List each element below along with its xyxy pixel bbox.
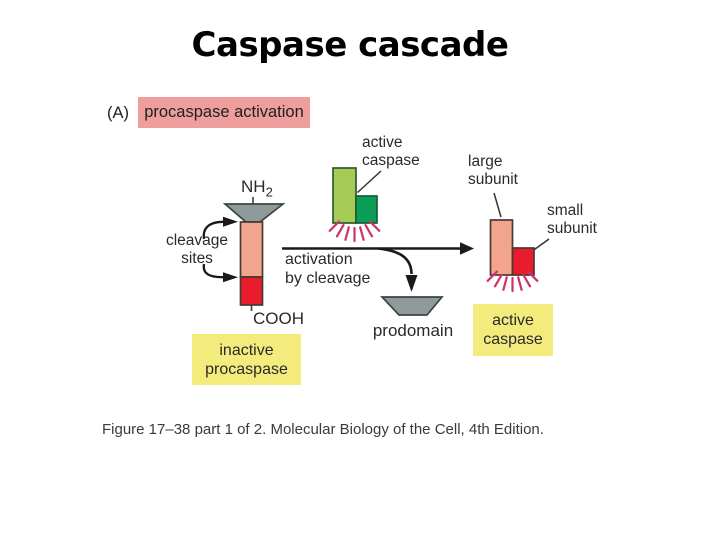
procaspase-small-subunit-bar <box>239 276 264 306</box>
large-subunit-pointer-line <box>493 192 502 218</box>
activation-arrow <box>282 242 474 255</box>
small-subunit-label: small subunit <box>547 202 597 237</box>
prodomain-label: prodomain <box>372 321 454 340</box>
active-caspase-center-label: active caspase <box>362 134 420 169</box>
cleavage-site-arrow-upper <box>202 216 238 240</box>
active-caspase-small-subunit-bar <box>511 247 535 276</box>
active-caspase-center-pointer-line <box>356 170 382 194</box>
inactive-procaspase-box: inactive procaspase <box>192 334 301 385</box>
active-caspase-small-bar-green <box>355 195 378 224</box>
small-subunit-pointer-line <box>534 238 550 251</box>
active-caspase-large-bar-green <box>332 167 357 224</box>
activity-rays-right <box>486 270 539 293</box>
active-caspase-large-subunit-bar <box>489 219 514 276</box>
prodomain-shape-released <box>380 296 444 316</box>
prodomain-shape-attached <box>222 203 286 223</box>
prodomain-branch-arrow <box>377 247 418 292</box>
procaspase-large-subunit-bar <box>239 221 264 278</box>
figure-caption: Figure 17–38 part 1 of 2. Molecular Biol… <box>102 421 544 438</box>
slide-title: Caspase cascade <box>191 25 509 65</box>
panel-label: (A) <box>107 104 129 122</box>
cleavage-sites-label: cleavage sites <box>165 232 229 267</box>
active-caspase-box: active caspase <box>473 304 553 356</box>
cleavage-site-arrow-lower <box>202 263 238 283</box>
cooh-label: COOH <box>253 309 304 328</box>
large-subunit-label: large subunit <box>468 153 518 188</box>
nh2-label: NH2 <box>241 177 273 200</box>
activity-rays-center <box>328 220 381 243</box>
panel-heading-text: procaspase activation <box>144 103 304 121</box>
activation-by-cleavage-label: activation by cleavage <box>285 251 371 287</box>
panel-heading: procaspase activation <box>138 97 310 128</box>
